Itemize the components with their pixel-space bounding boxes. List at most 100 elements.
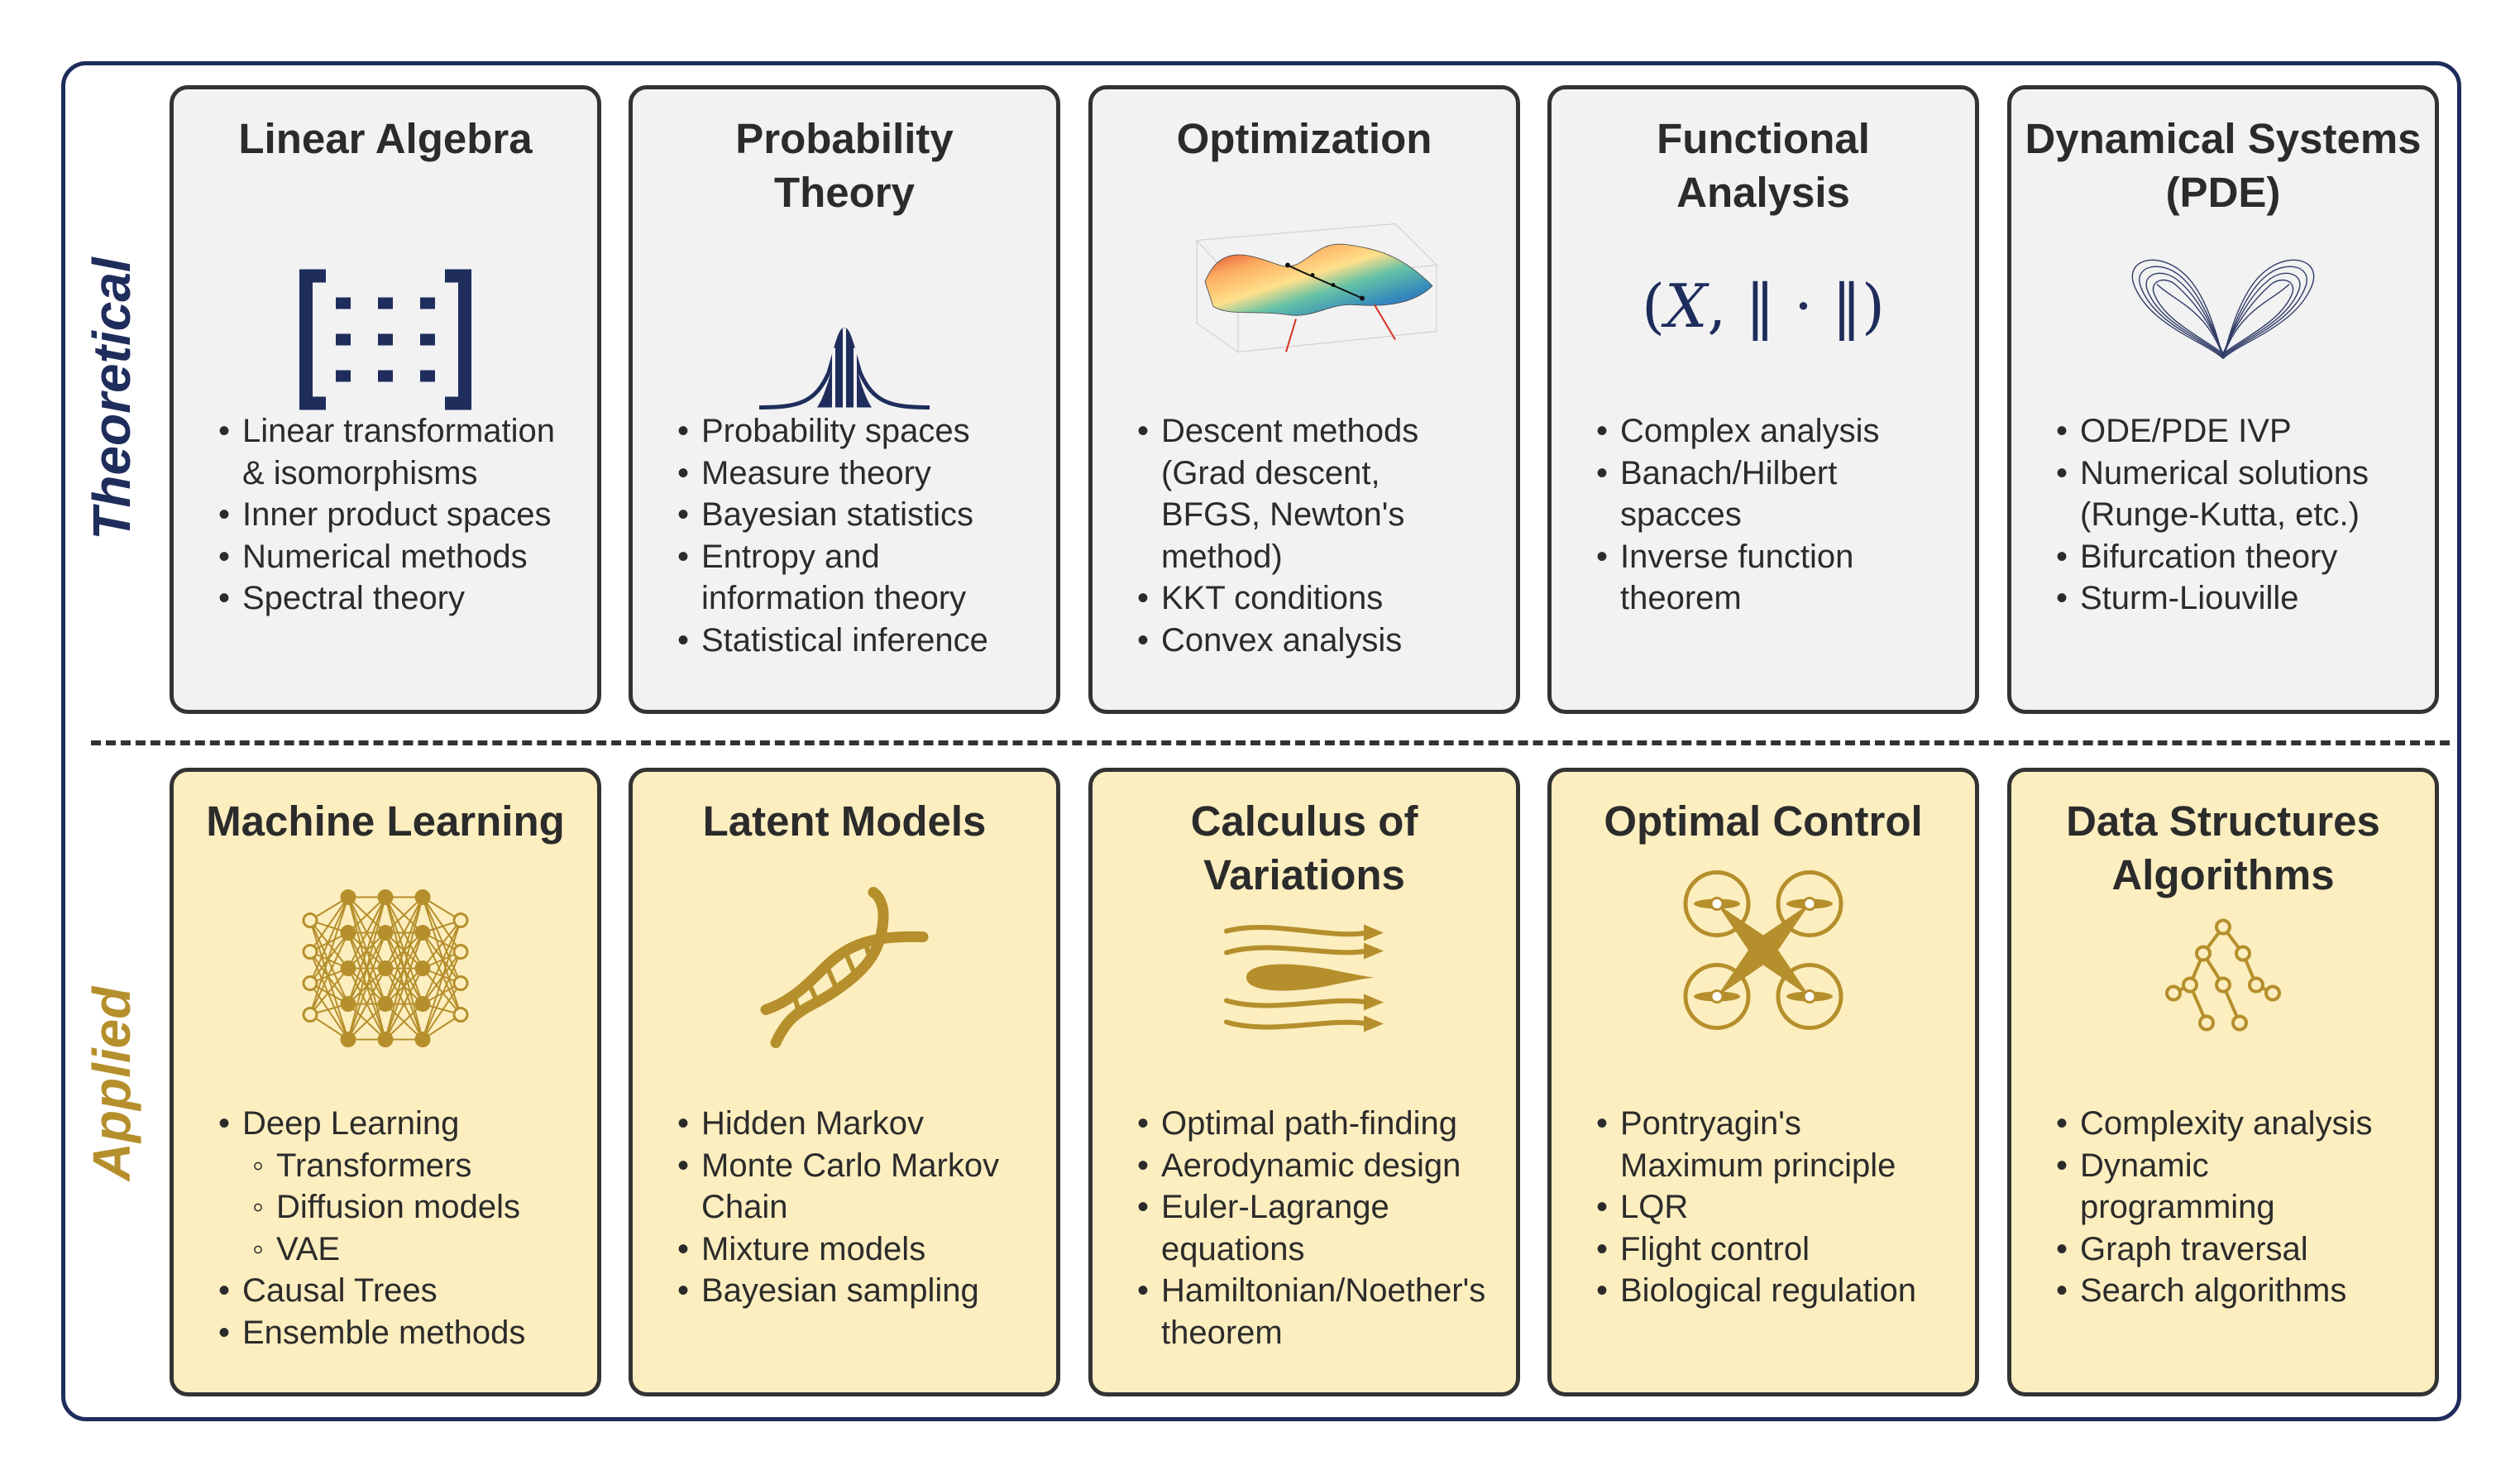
card-linear-algebra: Linear Algebra Linear transformation & i… bbox=[170, 85, 601, 714]
nn-node bbox=[414, 925, 431, 941]
nn-node bbox=[414, 960, 431, 976]
topic-list: Optimal path-finding Aerodynamic design … bbox=[1137, 1103, 1508, 1353]
list-item: Monte Carlo Markov bbox=[677, 1145, 1048, 1187]
card-optimization: Optimization bbox=[1088, 85, 1520, 714]
topic-list: Complexity analysis Dynamic programming … bbox=[2056, 1103, 2427, 1312]
card-latent-models: Latent Models Hidden Markov Monte Carlo … bbox=[629, 768, 1060, 1396]
list-item: Pontryagin's bbox=[1596, 1103, 1967, 1145]
list-item: Optimal path-finding bbox=[1137, 1103, 1508, 1145]
list-item: (Grad descent, bbox=[1161, 454, 1380, 491]
nn-edge bbox=[422, 982, 461, 1041]
topic-list: Probability spaces Measure theory Bayesi… bbox=[677, 410, 1048, 661]
list-item: Entropy and bbox=[677, 536, 1048, 578]
card-title: Optimal Control bbox=[1604, 797, 1923, 845]
list-item: theorem bbox=[1620, 580, 1742, 616]
list-item: programming bbox=[2080, 1189, 2275, 1225]
nn-edge bbox=[385, 932, 423, 1040]
card-calculus-of-variations: Calculus of Variations Optimal path-find… bbox=[1088, 768, 1520, 1396]
topic-list: Descent methods (Grad descent, BFGS, New… bbox=[1137, 410, 1508, 661]
nn-node bbox=[452, 975, 469, 991]
loss-surface-icon bbox=[1164, 208, 1445, 369]
matrix-icon bbox=[294, 269, 476, 414]
nn-node bbox=[452, 912, 469, 928]
nn-edge bbox=[347, 932, 386, 1040]
card-title: Calculus of Variations bbox=[1190, 797, 1418, 898]
list-item: Convex analysis bbox=[1137, 620, 1508, 662]
card-optimal-control: Optimal Control Pontryagin's Maximum pri… bbox=[1547, 768, 1979, 1396]
nn-node bbox=[302, 1007, 318, 1023]
nn-edge bbox=[309, 897, 349, 984]
nn-node bbox=[414, 1032, 431, 1047]
topic-list: Complex analysis Banach/Hilbert spacces … bbox=[1596, 410, 1967, 620]
nn-node bbox=[340, 925, 356, 941]
diagram-frame bbox=[61, 61, 2461, 1421]
list-item: KKT conditions bbox=[1137, 577, 1508, 620]
list-item: ODE/PDE IVP bbox=[2056, 410, 2427, 453]
card-title: Machine Learning bbox=[206, 797, 565, 845]
nn-node bbox=[414, 996, 431, 1012]
nn-edge bbox=[385, 896, 423, 934]
math-variable: X bbox=[1665, 271, 1708, 341]
dna-icon bbox=[758, 886, 931, 1064]
list-item: Numerical methods bbox=[218, 536, 589, 578]
list-item: Chain bbox=[701, 1189, 788, 1225]
list-item: Ensemble methods bbox=[218, 1312, 589, 1354]
neural-network-icon bbox=[299, 886, 472, 1056]
list-item: Numerical solutions bbox=[2056, 453, 2427, 495]
nn-edge bbox=[309, 951, 349, 1005]
card-title: Data Structures Algorithms bbox=[2066, 797, 2380, 898]
card-title: Latent Models bbox=[702, 797, 987, 845]
nn-edge bbox=[422, 919, 461, 970]
nn-node bbox=[452, 944, 469, 960]
list-item: Spectral theory bbox=[218, 577, 589, 620]
list-item: Biological regulation bbox=[1596, 1270, 1967, 1312]
list-subitem: VAE bbox=[218, 1229, 589, 1271]
topic-list: Deep Learning Transformers Diffusion mod… bbox=[218, 1103, 589, 1353]
nn-edge bbox=[309, 920, 349, 1040]
list-item: Inner product spaces bbox=[218, 494, 589, 536]
list-item: Sturm-Liouville bbox=[2056, 577, 2427, 620]
nn-edge bbox=[347, 897, 386, 1004]
nn-edge bbox=[309, 897, 349, 1015]
list-item: Descent methods bbox=[1137, 410, 1508, 453]
nn-edge bbox=[385, 897, 423, 1004]
topic-list: Hidden Markov Monte Carlo Markov Chain M… bbox=[677, 1103, 1048, 1312]
list-item: Causal Trees bbox=[218, 1270, 589, 1312]
list-subitem: Diffusion models bbox=[218, 1186, 589, 1229]
nn-node bbox=[377, 889, 394, 905]
card-title: Linear Algebra bbox=[238, 115, 533, 162]
normed-space-icon: (X, ‖ · ‖) bbox=[1642, 271, 1885, 341]
card-functional-analysis: Functional Analysis (X, ‖ · ‖) Complex a… bbox=[1547, 85, 1979, 714]
list-item: Complex analysis bbox=[1596, 410, 1967, 453]
nn-edge bbox=[422, 932, 461, 1015]
list-item: Inverse function bbox=[1596, 536, 1967, 578]
nn-edge bbox=[422, 897, 461, 1015]
list-item: Search algorithms bbox=[2056, 1270, 2427, 1312]
list-item: theorem bbox=[1161, 1314, 1283, 1351]
list-item: Hamiltonian/Noether's bbox=[1137, 1270, 1508, 1312]
tree-graph-icon bbox=[2165, 918, 2281, 1039]
nn-edge bbox=[347, 1003, 386, 1041]
nn-node bbox=[377, 925, 394, 941]
row-label-theoretical: Theoretical bbox=[82, 257, 141, 540]
list-item: LQR bbox=[1596, 1186, 1967, 1229]
nn-edge bbox=[422, 967, 461, 1016]
list-item: Hidden Markov bbox=[677, 1103, 1048, 1145]
nn-edge bbox=[385, 897, 423, 969]
card-probability-theory: Probability Theory Probability spaces Me… bbox=[629, 85, 1060, 714]
nn-node bbox=[377, 1032, 394, 1047]
drone-icon bbox=[1681, 868, 1846, 1037]
card-dynamical-systems: Dynamical Systems (PDE) ODE/PDE IVP Nume… bbox=[2007, 85, 2439, 714]
list-item: spacces bbox=[1620, 496, 1742, 533]
topic-list: Linear transformation & isomorphisms Inn… bbox=[218, 410, 589, 620]
airfoil-flow-icon bbox=[1222, 915, 1387, 1043]
nn-edge bbox=[309, 967, 349, 1016]
nn-edge bbox=[347, 896, 386, 934]
list-item: Maximum principle bbox=[1620, 1147, 1896, 1184]
nn-edge bbox=[309, 920, 349, 1004]
list-item: & isomorphisms bbox=[242, 454, 478, 491]
nn-node bbox=[377, 960, 394, 976]
list-item: Flight control bbox=[1596, 1229, 1967, 1271]
list-item: (Runge-Kutta, etc.) bbox=[2080, 496, 2360, 533]
nn-node bbox=[302, 944, 318, 960]
